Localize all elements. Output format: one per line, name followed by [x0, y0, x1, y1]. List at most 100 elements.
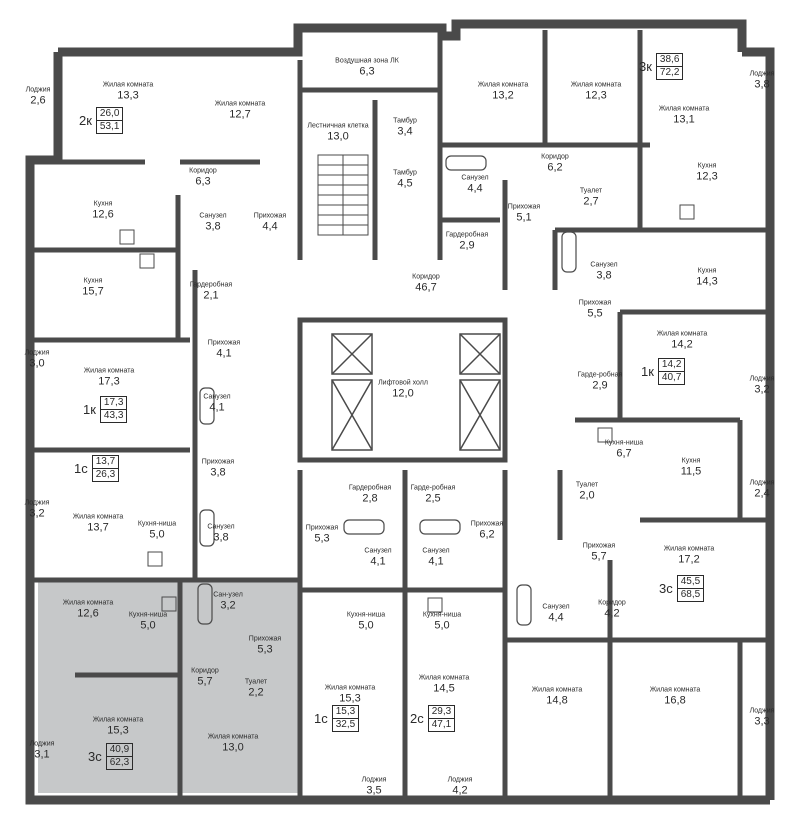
room-name: Жилая комната [102, 81, 154, 89]
wall-right [742, 47, 775, 800]
room-area: 14,2 [671, 338, 693, 351]
apartment-living-area: 15,3 [332, 706, 359, 719]
room-name: Санузел [542, 603, 570, 611]
apartment-type: 1к [83, 402, 96, 417]
room-area: 15,3 [107, 724, 129, 737]
room-area: 13,0 [222, 741, 244, 754]
room-name: Санузел [461, 174, 489, 182]
room-area: 13,7 [87, 521, 109, 534]
room-name: Жилая комната [418, 674, 470, 682]
room-name: Лоджия [24, 349, 50, 357]
room-name: Кухня-ниша [137, 520, 177, 528]
apartment-living-area: 45,5 [677, 576, 704, 589]
room-area: 4,1 [428, 555, 444, 568]
room-name: Прихожая [578, 299, 612, 307]
room-name: Жилая комната [207, 733, 259, 741]
room-area: 4,1 [216, 347, 232, 360]
room-area: 2,2 [248, 686, 264, 699]
room-area: 4,4 [467, 182, 483, 195]
room-area: 5,1 [516, 211, 532, 224]
room-name: Жилая комната [658, 105, 710, 113]
apartment-total-area: 26,3 [95, 469, 116, 480]
room-area: 13,3 [117, 89, 139, 102]
room-name: Кухня [83, 277, 103, 285]
apartment-living-area: 38,6 [656, 54, 683, 67]
apartment-type: 2с [410, 711, 424, 726]
room-area: 3,0 [29, 357, 45, 370]
stove-7 [427, 597, 443, 613]
room-area: 2,0 [579, 489, 595, 502]
bathtub-8 [197, 583, 213, 625]
room-area: 15,7 [82, 285, 104, 298]
stove-5 [147, 551, 163, 567]
room-name: Жилая комната [663, 545, 715, 553]
room-name: Лоджия [749, 70, 775, 78]
room-area: 3,1 [34, 748, 50, 761]
apartment-living-area: 29,3 [428, 706, 455, 719]
elevator-1 [331, 333, 373, 375]
room-name: Жилая комната [214, 100, 266, 108]
elevator-2-cross [331, 379, 373, 451]
room-name: Лоджия [29, 740, 55, 748]
apartment-total-area: 68,5 [680, 589, 701, 600]
room-area: 3,5 [366, 784, 382, 797]
room-name: Лоджия [749, 375, 775, 383]
stove-2 [139, 253, 155, 269]
room-name: Санузел [422, 547, 450, 555]
highlight-room-d [38, 675, 78, 793]
wall-lift-core [297, 317, 508, 463]
apartment-type: 2к [79, 113, 92, 128]
staircase [317, 154, 369, 236]
room-area: 4,2 [604, 607, 620, 620]
room-area: 5,3 [257, 643, 273, 656]
apartment-type: 3с [659, 581, 673, 596]
room-area: 4,4 [548, 611, 564, 624]
room-name: Коридор [541, 153, 569, 161]
room-name: Санузел [207, 523, 235, 531]
room-area: 2,9 [459, 239, 475, 252]
apartment-total-area: 40,7 [661, 372, 682, 383]
bathtub-5 [343, 519, 385, 535]
inner-walls [30, 30, 770, 800]
room-area: 5,0 [149, 528, 165, 541]
room-area: 5,3 [314, 532, 330, 545]
wall-top-left [58, 23, 303, 57]
apartment-total-area: 32,5 [335, 719, 356, 730]
elevator-3 [459, 333, 501, 375]
room-name: Лоджия [361, 776, 387, 784]
room-name: Сан-узел [213, 591, 243, 599]
highlighted-apartment [38, 580, 298, 793]
room-area: 2,8 [362, 492, 378, 505]
stove-6 [161, 596, 177, 612]
